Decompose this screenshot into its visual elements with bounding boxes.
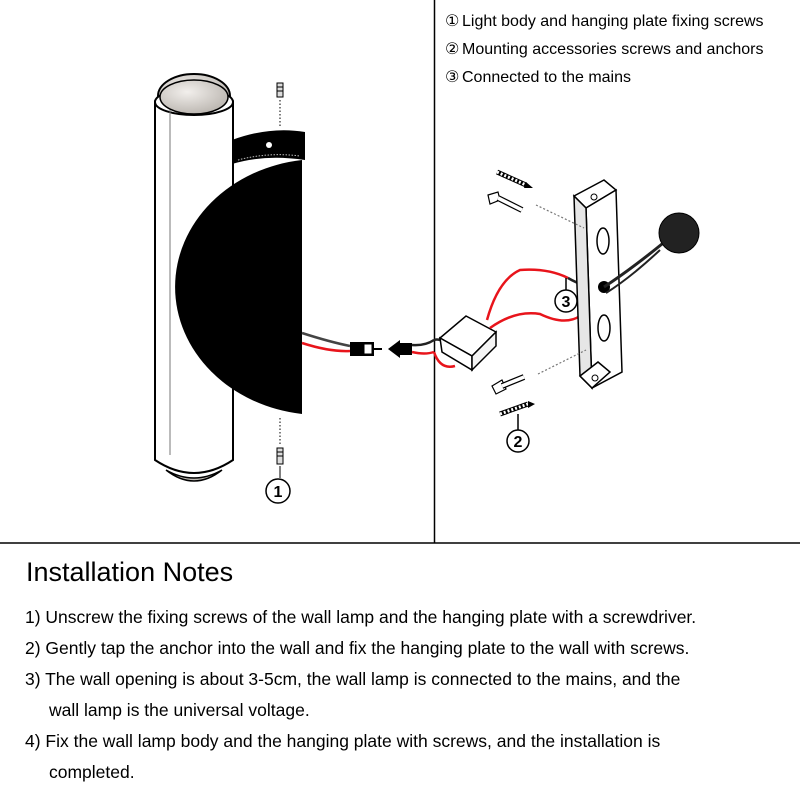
wall-opening bbox=[658, 212, 700, 254]
note-text: 4) Fix the wall lamp body and the hangin… bbox=[25, 731, 661, 751]
note-text-continued: wall lamp is the universal voltage. bbox=[49, 700, 310, 720]
callout-2-circle bbox=[506, 429, 530, 453]
callout-2-label: 2 bbox=[514, 434, 523, 451]
bottom-screw bbox=[499, 401, 535, 417]
legend-number: ③ bbox=[445, 69, 460, 86]
note-text-continued: completed. bbox=[49, 762, 135, 782]
top-screw bbox=[495, 169, 533, 188]
note-item-2: 2) Gently tap the anchor into the wall a… bbox=[25, 633, 795, 664]
legend-text: Mounting accessories screws and anchors bbox=[462, 41, 764, 58]
lamp-red-wire bbox=[301, 341, 351, 353]
note-text: 3) The wall opening is about 3-5cm, the … bbox=[25, 669, 681, 689]
note-item-1: 1) Unscrew the fixing screws of the wall… bbox=[25, 602, 795, 633]
callout-1-circle bbox=[265, 478, 291, 504]
legend-number: ② bbox=[445, 41, 460, 58]
callout-1-label: 1 bbox=[274, 484, 283, 501]
lamp-bottom-dome bbox=[165, 469, 223, 482]
note-text: 1) Unscrew the fixing screws of the wall… bbox=[25, 607, 697, 627]
note-text: 2) Gently tap the anchor into the wall a… bbox=[25, 638, 690, 658]
legend-text: Connected to the mains bbox=[462, 69, 631, 86]
top-fixing-screw bbox=[276, 82, 284, 128]
bottom-fixing-screw bbox=[276, 418, 284, 478]
junction-box bbox=[438, 315, 498, 372]
mounting-bracket bbox=[572, 179, 623, 390]
legend-text: Light body and hanging plate fixing scre… bbox=[462, 13, 764, 30]
callout-3-label: 3 bbox=[562, 294, 571, 311]
notes-title: Installation Notes bbox=[26, 557, 234, 587]
wall-cable bbox=[603, 242, 663, 289]
installation-diagram: 1 bbox=[0, 0, 800, 544]
lamp-black-wire bbox=[301, 331, 351, 348]
note-item-4: 4) Fix the wall lamp body and the hangin… bbox=[25, 726, 795, 788]
top-anchor bbox=[487, 191, 524, 213]
callout-3-circle bbox=[554, 289, 578, 313]
mains-connector bbox=[398, 343, 412, 355]
lamp-half-disk bbox=[175, 160, 302, 414]
note-item-3: 3) The wall opening is about 3-5cm, the … bbox=[25, 664, 795, 726]
bottom-anchor bbox=[491, 374, 526, 395]
legend-number: ① bbox=[445, 13, 460, 30]
plug-arrow-icon bbox=[388, 340, 400, 358]
mains-red-wire-upper bbox=[485, 268, 569, 321]
